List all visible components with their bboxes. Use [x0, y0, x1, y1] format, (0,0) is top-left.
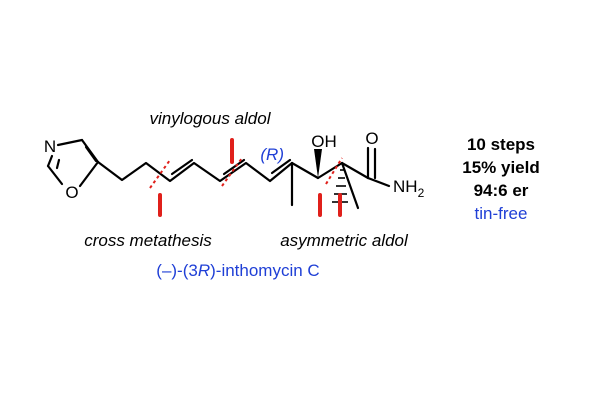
carbon-chain [96, 146, 391, 210]
ring-o-atom: O [65, 183, 78, 202]
bond-to-nh2 [366, 176, 391, 188]
wedge-bond-oh [314, 149, 322, 178]
methyl-right [340, 161, 360, 210]
bond-c5-o [78, 160, 100, 188]
amine-group: NH2 [393, 177, 425, 200]
asymmetric-aldol-label: asymmetric aldol [280, 231, 409, 250]
bond-carbinol-quaternary [316, 161, 344, 180]
double-bond-1 [170, 158, 194, 176]
yield-stat: 15% yield [462, 158, 540, 177]
bond-c1-n [46, 154, 54, 168]
double-bond-2 [222, 158, 246, 176]
oxazole-ring [46, 138, 100, 188]
vinylogous-aldol-label: vinylogous aldol [150, 109, 272, 128]
bond-quaternary-carbonyl [340, 161, 370, 180]
cleavage-dash-3 [325, 157, 343, 185]
bond-to-carbinol [290, 161, 320, 180]
cleavage-dashes [149, 157, 343, 189]
double-bond-3 [270, 158, 292, 175]
hydroxyl-group: OH [311, 132, 337, 151]
compound-name: (–)-(3R)-inthomycin C [156, 261, 319, 280]
polyene-backbone [96, 160, 294, 183]
steps-stat: 10 steps [467, 135, 535, 154]
tin-free-note: tin-free [475, 204, 528, 223]
ring-n-atom: N [44, 137, 56, 156]
disconnections [158, 138, 342, 217]
bond-n-c2 [56, 138, 84, 147]
cross-metathesis-label: cross metathesis [84, 231, 212, 250]
bond-o-c1 [46, 164, 64, 186]
bond-c2-c5-double [84, 145, 98, 163]
carbonyl-oxygen: O [365, 129, 378, 148]
bond-c1-n-double [55, 158, 61, 170]
er-stat: 94:6 er [474, 181, 529, 200]
stereo-r-label: (R) [260, 145, 284, 164]
